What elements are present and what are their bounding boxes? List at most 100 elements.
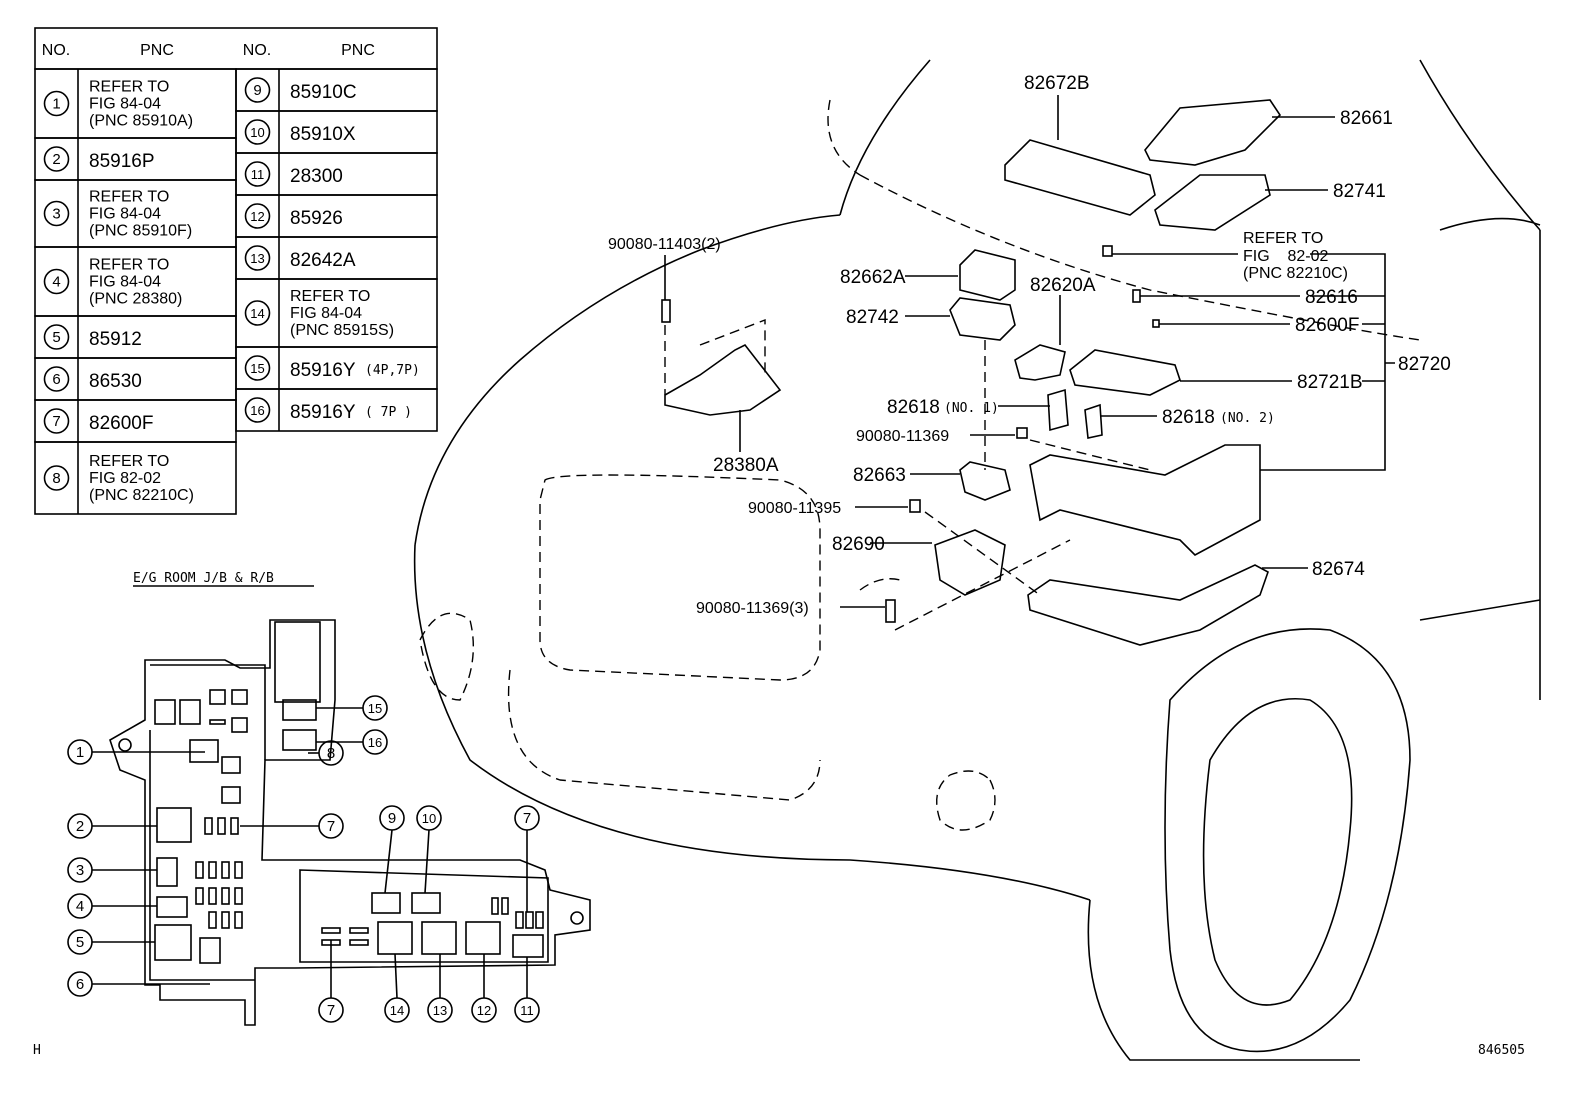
label-82663: 82663 [853, 465, 906, 486]
pnc-value: 85926 [290, 208, 343, 229]
row-number-circle [244, 161, 271, 187]
part-82741-block [1154, 174, 1271, 231]
row-number: 2 [52, 151, 60, 168]
row-number: 7 [52, 413, 60, 430]
callout-number-circle [514, 997, 540, 1023]
pnc-refer-line: REFER TO [89, 189, 169, 206]
section-title: E/G ROOM J/B & R/B [133, 571, 274, 586]
callout-number-circle [67, 971, 93, 997]
callout-number-circle [318, 740, 344, 766]
row-number: 12 [250, 209, 264, 224]
pnc-refer-line: REFER TO [89, 79, 169, 96]
label-82741: 82741 [1333, 181, 1386, 202]
figure-number: 846505 [1478, 1043, 1525, 1058]
callout-number-circle [318, 997, 344, 1023]
part-82662A-relay [959, 249, 1016, 301]
label-82600F: 82600F [1295, 315, 1359, 336]
row-number: 14 [250, 306, 264, 321]
callout-4: 4 [67, 893, 157, 919]
row-number-circle [43, 366, 70, 392]
row-number-circle [244, 397, 271, 423]
pnc-refer-line: FIG 84-04 [89, 274, 161, 291]
pnc-refer-line: (PNC 28380) [89, 291, 182, 308]
part-82721B-block [1069, 349, 1181, 396]
row-number: 8 [52, 470, 60, 487]
header-pnc: PNC [341, 42, 375, 59]
pnc-value: 28300 [290, 166, 343, 187]
callout-5: 5 [67, 929, 155, 955]
row-number: 16 [250, 403, 264, 418]
callout-number-circle [471, 997, 497, 1023]
callout-number-circle [427, 997, 453, 1023]
row-number: 6 [52, 371, 60, 388]
part-82720-box [1029, 444, 1261, 556]
callout-number-circle [67, 929, 93, 955]
pnc-value: 85916Y [290, 402, 356, 423]
callout-16: 16 [316, 729, 388, 755]
label-82661: 82661 [1340, 108, 1393, 129]
row-number-circle [244, 119, 271, 145]
callout-7: 7 [514, 805, 540, 912]
callout-9: 9 [379, 805, 405, 894]
label-28380A: 28380A [713, 455, 779, 476]
label-refer-line2: FIG 82-02 [1243, 248, 1328, 265]
part-82742-relay [949, 297, 1016, 341]
part-82620A-holder [1014, 344, 1066, 381]
pnc-value: 82642A [290, 250, 356, 271]
header-no: NO. [42, 42, 70, 59]
callout-number: 6 [76, 976, 84, 993]
pnc-refer-line: FIG 84-04 [89, 206, 161, 223]
label-82742: 82742 [846, 307, 899, 328]
label-82721B: 82721B [1297, 372, 1363, 393]
header-pnc: PNC [140, 42, 174, 59]
part-82618-no2 [1084, 403, 1103, 439]
label-90080-11369-3: 90080-11369(3) [696, 600, 809, 617]
label-82674: 82674 [1312, 559, 1365, 580]
label-82620A: 82620A [1030, 275, 1096, 296]
pnc-value: 85916P [89, 151, 155, 172]
pnc-refer-line: REFER TO [89, 257, 169, 274]
parts [661, 99, 1282, 646]
label-refer-line1: REFER TO [1243, 230, 1323, 247]
pnc-value: 85916Y [290, 360, 356, 381]
row-number: 11 [251, 167, 265, 182]
part-82690-module [934, 529, 1006, 596]
label-82720: 82720 [1398, 354, 1451, 375]
bolt-11403 [661, 299, 671, 323]
label-90080-11369: 90080-11369 [856, 428, 949, 445]
row-number-circle [244, 355, 271, 381]
bolt-11395 [909, 499, 921, 513]
callout-number: 1 [76, 744, 84, 761]
callout-number-circle [67, 813, 93, 839]
callout-number: 5 [76, 934, 84, 951]
table-row: 2 85916P [34, 137, 237, 181]
callout-8: 8 [308, 740, 344, 766]
pnc-refer-line: REFER TO [290, 288, 370, 305]
part-labels: 82672B 82661 82741 REFER TO FIG 82-02 (P… [608, 73, 1451, 617]
callout-number-circle [67, 857, 93, 883]
bolt-11369 [1016, 427, 1028, 439]
callout-number: 13 [433, 1003, 447, 1018]
callout-6: 6 [67, 971, 210, 997]
callout-10: 10 [416, 805, 442, 894]
label-82618-no2: 82618 [1162, 407, 1215, 428]
row-number-circle [43, 408, 70, 434]
pnc-note: (4P,7P) [365, 363, 420, 378]
label-82690: 82690 [832, 534, 885, 555]
part-82600F [1152, 319, 1160, 328]
row-number: 1 [52, 96, 60, 113]
label-82616: 82616 [1305, 287, 1358, 308]
row-number: 3 [52, 206, 60, 223]
part-82618-no1 [1047, 388, 1069, 432]
header-no: NO. [243, 42, 271, 59]
label-82672B: 82672B [1024, 73, 1090, 94]
